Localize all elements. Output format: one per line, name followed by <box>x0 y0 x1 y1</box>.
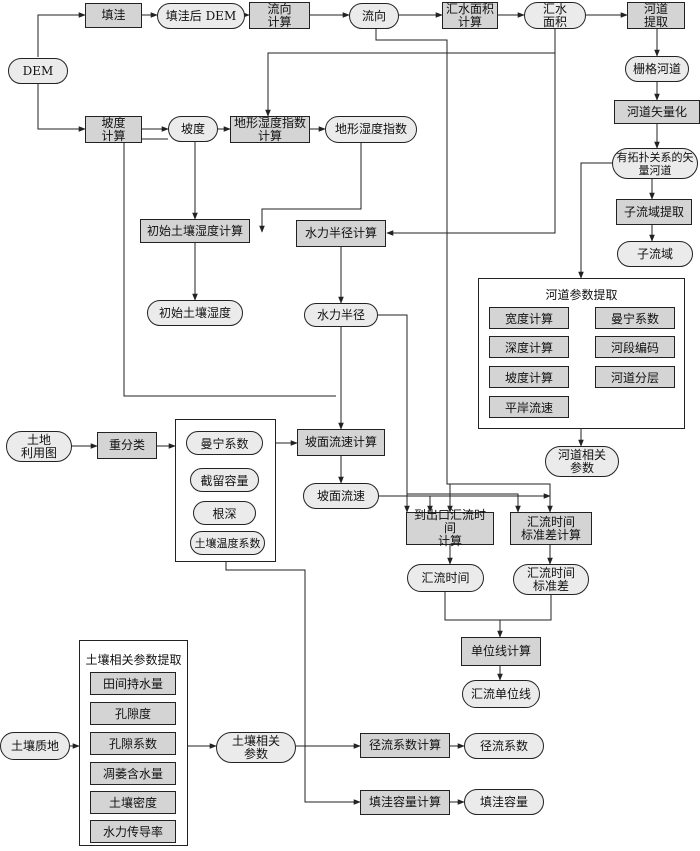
flow-direction-calc: 流向 计算 <box>249 2 310 29</box>
depth-calc: 深度计算 <box>489 336 569 358</box>
porosity: 孔隙度 <box>90 702 176 725</box>
overland-velocity-calc: 坡面流速计算 <box>297 429 385 456</box>
interception-capacity: 截留容量 <box>190 468 259 492</box>
slope-calc: 坡度 计算 <box>85 116 142 143</box>
soil-parameter-group: 土壤相关参数提取 田间持水量 孔隙度 孔隙系数 凋萎含水量 土壤密度 水力传导率 <box>79 640 188 846</box>
raster-river: 栅格河道 <box>625 56 689 82</box>
outlet-time-calc: 到出口汇流时间 计算 <box>406 509 494 548</box>
river-parameter-group: 河道参数提取 宽度计算 曼宁系数 深度计算 河段编码 坡度计算 河道分层 平岸流… <box>478 278 685 429</box>
filled-dem: 填洼后 DEM <box>157 3 245 29</box>
edge-acc-hrcalc <box>386 53 556 236</box>
unit-hydrograph-calc: 单位线计算 <box>461 637 541 666</box>
time-std-calc: 汇流时间 标准差计算 <box>510 512 592 545</box>
depression-storage-calc: 填洼容量计算 <box>360 790 450 815</box>
edge-conctime-uh <box>444 592 500 621</box>
pore-coefficient: 孔隙系数 <box>90 732 176 755</box>
land-use-map: 土地 利用图 <box>6 431 72 462</box>
initial-soil-moisture-calc: 初始土壤湿度计算 <box>140 219 250 243</box>
flow-accumulation: 汇水 面积 <box>524 2 586 29</box>
edge-landusegroup-depression <box>225 561 361 805</box>
width-calc: 宽度计算 <box>489 307 569 329</box>
manning-coefficient-landuse: 曼宁系数 <box>186 431 263 455</box>
unit-hydrograph: 汇流单位线 <box>462 680 540 708</box>
hydraulic-radius-calc: 水力半径计算 <box>296 220 386 247</box>
edge-flow-outlettime <box>375 28 453 513</box>
hydraulic-conductivity: 水力传导率 <box>90 820 176 843</box>
reclassify: 重分类 <box>97 432 157 459</box>
slope: 坡度 <box>168 116 218 142</box>
time-std: 汇流时间 标准差 <box>513 564 589 595</box>
edge-dem-slopecalc <box>37 83 86 132</box>
dem-input: DEM <box>8 58 68 84</box>
edge-flow-timestd <box>447 483 553 513</box>
edge-std-uh <box>500 594 552 621</box>
flow-direction: 流向 <box>349 3 399 29</box>
twi: 地形湿度指数 <box>325 116 417 143</box>
bankfull-velocity: 平岸流速 <box>489 396 569 418</box>
soil-params-output: 土壤相关 参数 <box>216 732 296 763</box>
runoff-coefficient: 径流系数 <box>464 733 544 759</box>
twi-calc: 地形湿度指数 计算 <box>230 116 310 143</box>
fill-process: 填洼 <box>85 3 142 28</box>
soil-texture: 土壤质地 <box>0 732 70 760</box>
flow-accumulation-calc: 汇水面积 计算 <box>442 2 498 29</box>
river-layering: 河道分层 <box>595 366 675 388</box>
soil-temperature-coefficient: 土壤温度系数 <box>190 531 265 555</box>
depression-storage: 填洼容量 <box>464 789 544 815</box>
edge-topo-riverparams <box>578 162 614 279</box>
subbasin: 子流域 <box>617 241 693 267</box>
edge-twi-initsm <box>259 142 362 233</box>
slope-calc-river: 坡度计算 <box>489 366 569 388</box>
runoff-coefficient-calc: 径流系数计算 <box>360 733 450 758</box>
hydraulic-radius: 水力半径 <box>304 303 378 327</box>
manning-coefficient: 曼宁系数 <box>595 307 675 329</box>
field-capacity: 田间持水量 <box>90 672 176 695</box>
edge-acc-twicalc <box>265 28 556 117</box>
soil-density: 土壤密度 <box>90 791 176 814</box>
initial-soil-moisture: 初始土壤湿度 <box>147 300 243 326</box>
subbasin-extract: 子流域提取 <box>616 199 692 225</box>
overland-velocity: 坡面流速 <box>303 483 379 509</box>
reach-code: 河段编码 <box>595 336 675 358</box>
land-use-parameter-group: 曼宁系数 截留容量 根深 土壤温度系数 <box>175 419 276 562</box>
root-depth: 根深 <box>193 501 256 525</box>
wilting-water-content: 凋萎含水量 <box>90 762 176 785</box>
edge-hr-outlettime <box>378 314 410 513</box>
soil-parameter-group-title: 土壤相关参数提取 <box>85 653 182 667</box>
river-vectorize: 河道矢量化 <box>614 100 700 124</box>
river-params-output: 河道相关 参数 <box>545 446 619 477</box>
topology-river: 有拓扑关系的矢 量河道 <box>612 148 698 179</box>
river-extract: 河道 提取 <box>627 2 685 29</box>
edge-hr-timestd <box>407 493 521 513</box>
concentration-time: 汇流时间 <box>407 564 484 592</box>
river-parameter-group-title: 河道参数提取 <box>545 288 618 302</box>
edge-slope-overlandcalc <box>123 138 336 397</box>
edge-dem-fill <box>37 12 86 57</box>
